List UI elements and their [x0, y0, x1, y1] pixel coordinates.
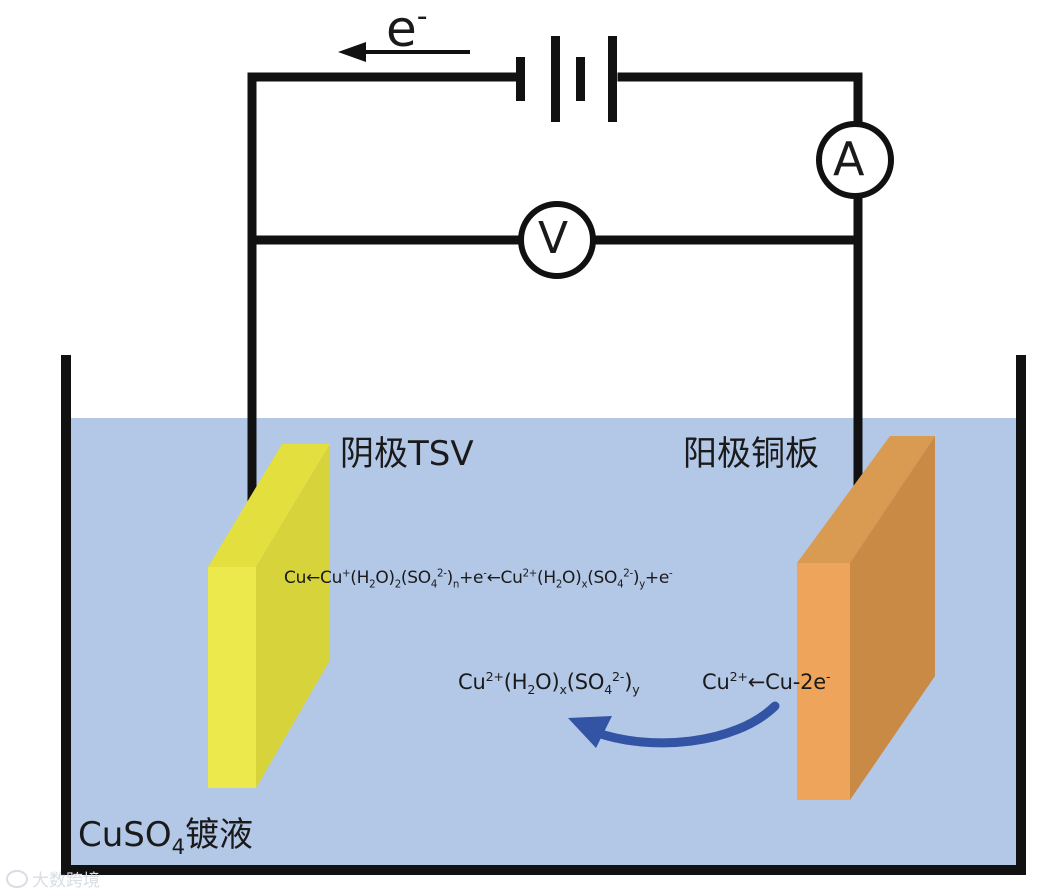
tank: [61, 355, 1026, 875]
watermark-text: 大数跨境: [32, 871, 100, 891]
electron-symbol: e: [386, 0, 417, 58]
cathode-reaction-equation: Cu←Cu+(H2O)2(SO42-)n+e-←Cu2+(H2O)x(SO42-…: [284, 568, 673, 591]
watermark: 大数跨境: [6, 866, 100, 891]
anode-front-face: [797, 563, 850, 800]
electrolyte-label: CuSO4镀液: [78, 815, 254, 859]
electron-label: e-: [386, 2, 428, 54]
cathode-top-face: [208, 444, 330, 567]
ammeter-icon: [816, 121, 894, 199]
curved-arrow-icon: [568, 701, 780, 748]
watermark-logo-icon: [6, 869, 28, 888]
cathode-label: 阴极TSV: [340, 434, 474, 474]
cathode-plate: [208, 444, 330, 788]
voltmeter-icon: [518, 201, 596, 279]
voltmeter-symbol: V: [538, 213, 569, 264]
complex-formation-equation: Cu2+(H2O)x(SO42-)y: [458, 669, 640, 698]
anode-side-face: [850, 436, 935, 800]
circuit-wires: [247, 72, 863, 510]
cathode-front-face: [208, 567, 256, 788]
anode-top-face: [797, 436, 935, 563]
electron-superscript: -: [416, 0, 428, 35]
anode-label: 阳极铜板: [683, 434, 819, 474]
ammeter-symbol: A: [833, 132, 865, 186]
cathode-side-face: [256, 444, 330, 788]
anode-plate: [797, 436, 935, 800]
anode-reaction-equation: Cu2+←Cu-2e-: [702, 669, 831, 694]
arrow-left-icon: [338, 42, 470, 62]
battery-icon: [516, 36, 617, 122]
